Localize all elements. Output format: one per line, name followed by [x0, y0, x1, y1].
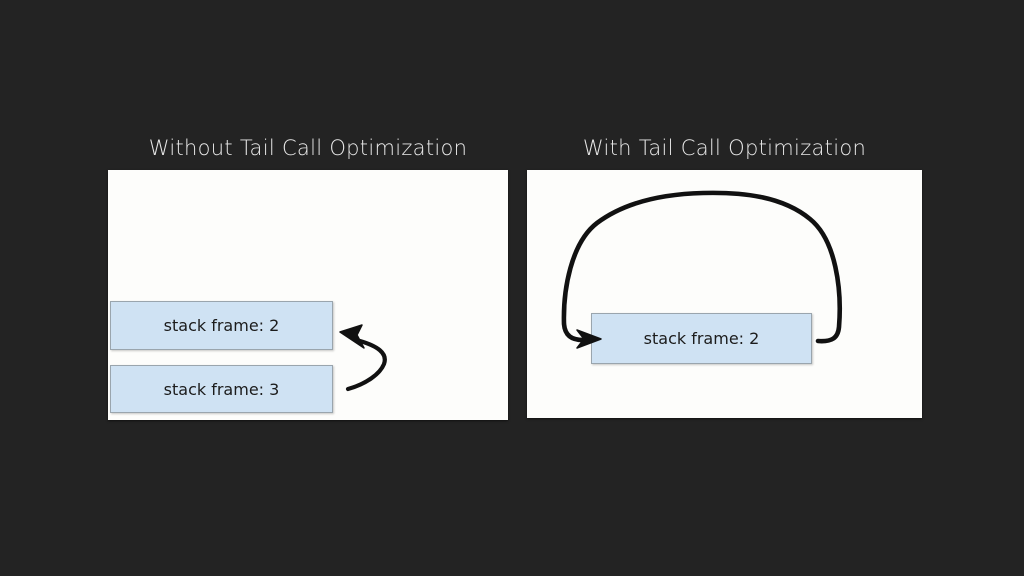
panel-title-without-tco: Without Tail Call Optimization — [148, 136, 468, 160]
stack-frame-box: stack frame: 2 — [110, 301, 333, 350]
stack-frame-label: stack frame: 3 — [163, 379, 280, 399]
stack-frame-label: stack frame: 2 — [163, 316, 280, 335]
panel-title-with-tco: With Tail Call Optimization — [582, 136, 867, 160]
stack-frame-box: stack frame: 2 — [591, 313, 812, 364]
arrow-shaft — [345, 338, 387, 392]
panel-without-tco: stack frame: 2 stack frame: 3 — [108, 170, 508, 420]
tail-call-loop-arrow — [561, 190, 842, 349]
arrow-head — [339, 324, 365, 349]
stack-frame-label: stack frame: 2 — [643, 329, 760, 348]
stack-frame-box: stack frame: 3 — [110, 365, 333, 413]
panel-with-tco: stack frame: 2 — [527, 170, 922, 418]
